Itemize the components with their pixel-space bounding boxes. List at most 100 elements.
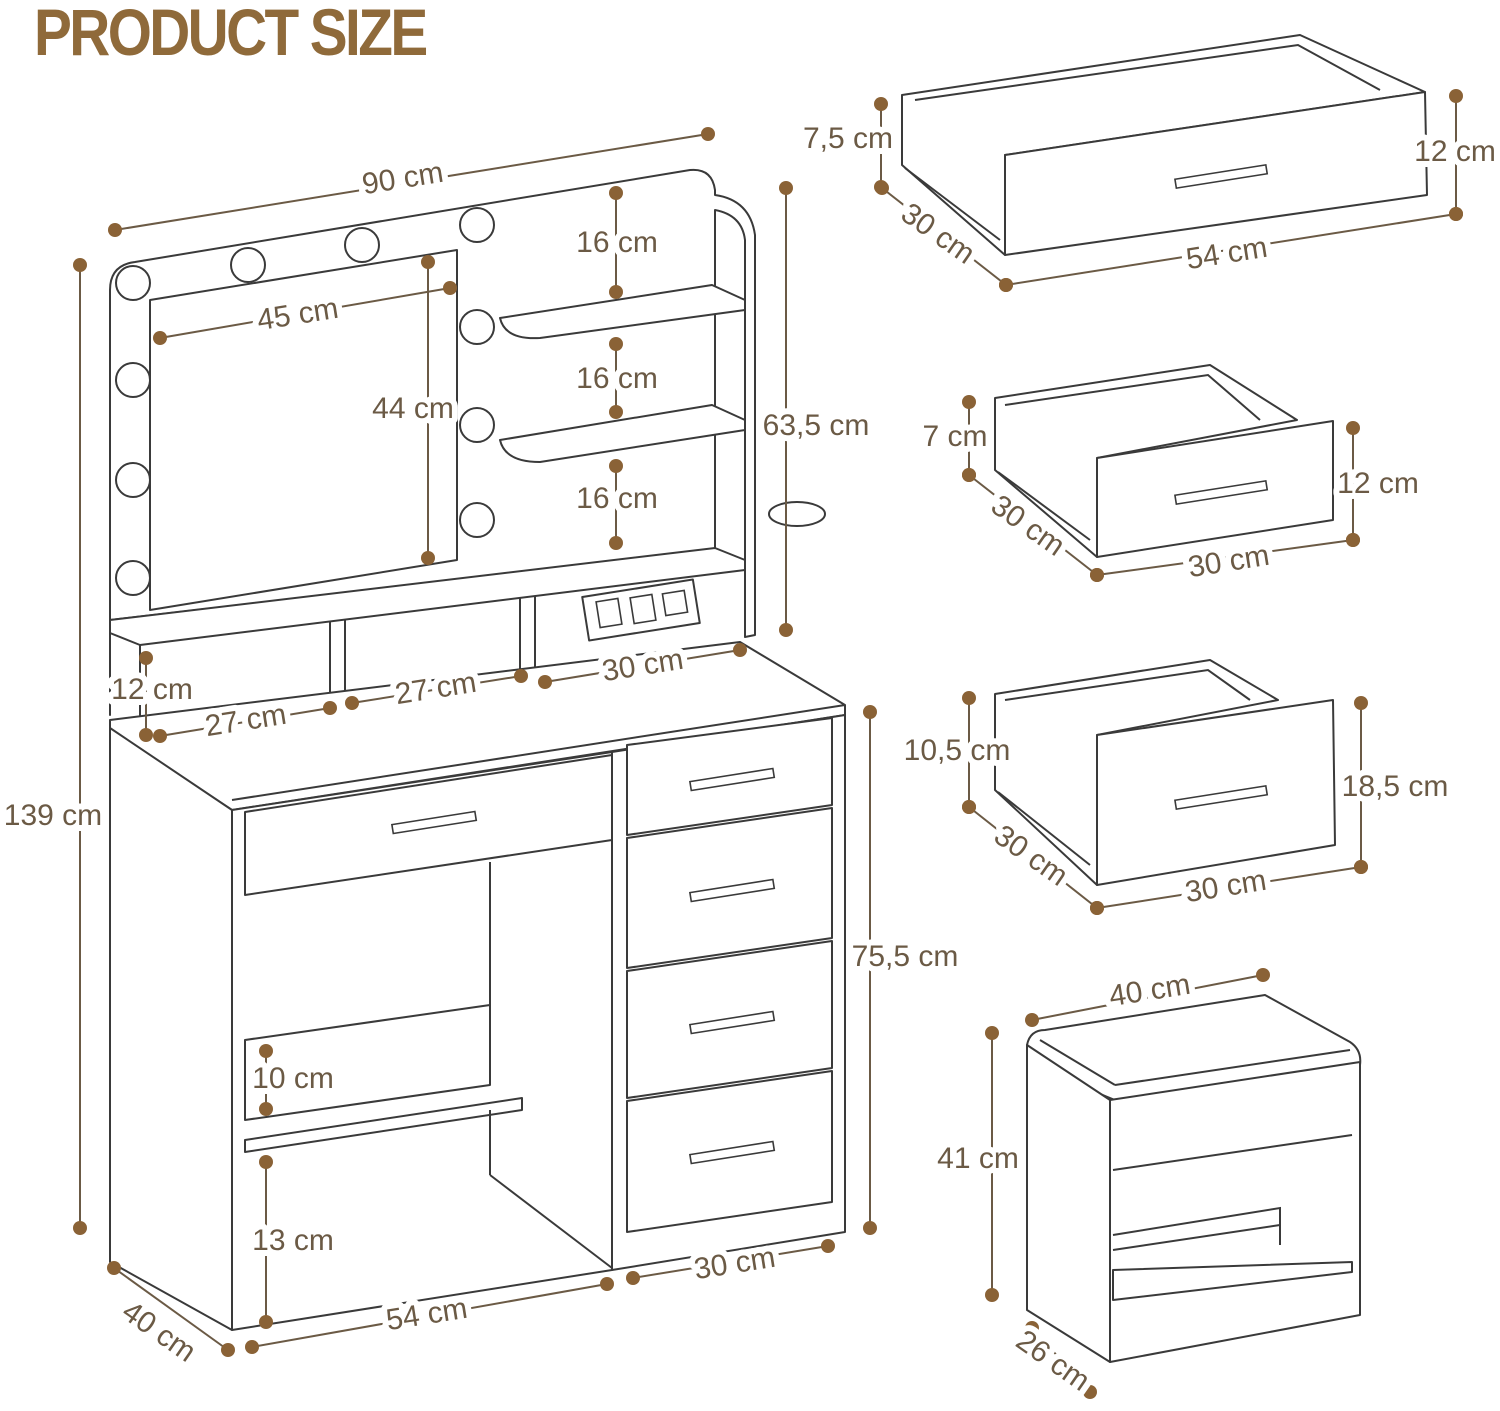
cup-holder — [768, 501, 826, 527]
dimension: 7,5 cm — [797, 97, 899, 194]
dimension-label: 54 cm — [1184, 231, 1270, 276]
dimension-label: 10 cm — [252, 1062, 334, 1095]
dimension-dot — [874, 97, 888, 111]
dimension: 13 cm — [246, 1155, 340, 1329]
dimension-dot — [153, 729, 167, 743]
dimension-dot — [999, 278, 1013, 292]
dimension: 18,5 cm — [1336, 696, 1454, 874]
dimension-label: 12 cm — [1337, 467, 1419, 500]
dimension-dot — [139, 651, 153, 665]
dimension-label: 63,5 cm — [763, 409, 870, 442]
dimension: 16 cm — [570, 459, 664, 550]
dimension: 7 cm — [916, 395, 994, 482]
dimension-dot — [1449, 207, 1463, 221]
dimension-dot — [259, 1044, 273, 1058]
dimension-label: 7 cm — [922, 420, 987, 453]
dimension-dot — [863, 705, 877, 719]
dimension-dot — [259, 1155, 273, 1169]
dimension-line — [351, 675, 522, 704]
dimension-line — [544, 649, 741, 683]
dimension-line — [1096, 866, 1362, 909]
dimension-label: 90 cm — [360, 156, 446, 201]
dimension-dot — [1025, 1321, 1039, 1335]
dimension-label: 40 cm — [1107, 968, 1193, 1013]
dimension-label: 18,5 cm — [1342, 770, 1449, 803]
dimension: 10,5 cm — [898, 691, 1016, 814]
mirror — [149, 249, 458, 611]
stool-drawing — [1026, 994, 1362, 1363]
dimension: 41 cm — [931, 1026, 1025, 1302]
dimension-label: 44 cm — [372, 392, 454, 425]
dimension-dot — [962, 395, 976, 409]
dimension-dot — [863, 1221, 877, 1235]
dimension-dot — [609, 459, 623, 473]
dimension-dot — [609, 337, 623, 351]
dimension-line — [114, 133, 709, 231]
dimension-dot — [421, 255, 435, 269]
dimension-label: 12 cm — [111, 673, 193, 706]
dimension-dot — [1346, 421, 1360, 435]
footrest — [244, 1097, 523, 1153]
dimension-label: 7,5 cm — [803, 122, 893, 155]
dimension-dot — [779, 623, 793, 637]
dimension-line — [1005, 213, 1457, 286]
large-drawer-drawing — [901, 34, 1428, 256]
dimension-line — [159, 707, 331, 737]
dimension-dot — [259, 1315, 273, 1329]
dimension-dot — [1449, 89, 1463, 103]
dimension-dot — [323, 701, 337, 715]
dimension-line — [251, 1283, 608, 1348]
dimension-dot — [153, 331, 167, 345]
dimension-dot — [1025, 1013, 1039, 1027]
dimension-label: 13 cm — [252, 1224, 334, 1257]
dimension-dot — [985, 1026, 999, 1040]
dimension-dot — [443, 281, 457, 295]
dimension-label: 16 cm — [576, 482, 658, 515]
dimension: 12 cm — [1331, 421, 1425, 547]
dimension: 75,5 cm — [846, 705, 964, 1235]
dimension-dot — [1354, 696, 1368, 710]
dimension: 12 cm — [1408, 89, 1500, 221]
dimension-dot — [345, 696, 359, 710]
dimension: 139 cm — [0, 258, 108, 1235]
vanity-drawing — [109, 168, 846, 1331]
dimension-dot — [600, 1277, 614, 1291]
dimension-label: 16 cm — [576, 226, 658, 259]
left-panel — [109, 727, 233, 1331]
deep-drawer-drawing — [994, 659, 1336, 886]
dimension: 16 cm — [570, 186, 664, 299]
dimension-label: 12 cm — [1414, 135, 1496, 168]
dimension-label: 10,5 cm — [904, 734, 1011, 767]
dimension-dot — [1090, 901, 1104, 915]
dimension-dot — [73, 258, 87, 272]
dimension-dot — [1090, 568, 1104, 582]
dimension-line — [881, 187, 1007, 286]
dimension: 16 cm — [570, 337, 664, 419]
dimension-label: 75,5 cm — [852, 940, 959, 973]
dimension-dot — [107, 1261, 121, 1275]
shelf — [499, 284, 746, 340]
dimension-dot — [1346, 533, 1360, 547]
dimension-line — [632, 1245, 829, 1279]
dimension-line — [1096, 539, 1354, 576]
small-drawer-drawing — [994, 364, 1334, 558]
dimension-dot — [609, 186, 623, 200]
dimension-dot — [985, 1288, 999, 1302]
dimension-dot — [245, 1340, 259, 1354]
dimension-dot — [1256, 968, 1270, 982]
dimension-dot — [421, 551, 435, 565]
hutch-shelf — [109, 547, 746, 646]
dimension-dot — [821, 1239, 835, 1253]
dimension-dot — [962, 691, 976, 705]
dimension-line — [968, 806, 1098, 909]
dimension-dot — [962, 800, 976, 814]
dimension-dot — [609, 285, 623, 299]
dimension: 44 cm — [366, 255, 460, 565]
dimension-line — [113, 1267, 229, 1351]
dimension-dot — [962, 468, 976, 482]
dimension-dot — [259, 1102, 273, 1116]
dimension-line — [1031, 974, 1264, 1021]
dimension: 12 cm — [105, 651, 199, 742]
dimension-label: 30 cm — [1183, 864, 1269, 909]
